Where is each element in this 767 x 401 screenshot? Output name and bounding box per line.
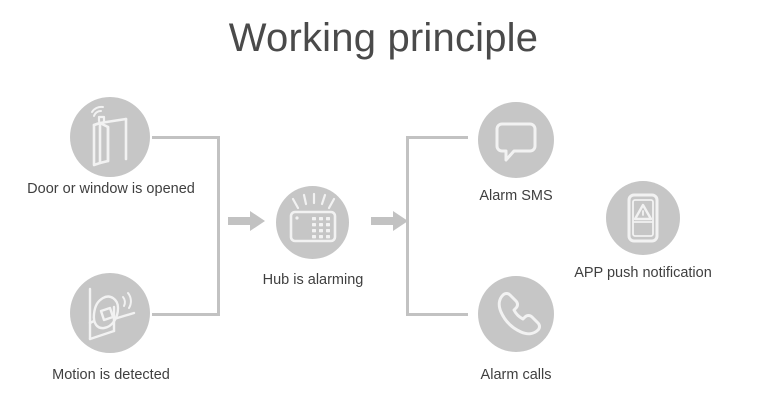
hub-to-outputs-arrow xyxy=(371,211,409,231)
hub-label: Hub is alarming xyxy=(262,272,364,288)
app-push-label: APP push notification xyxy=(574,265,712,281)
door-sensor-label: Door or window is opened xyxy=(27,181,195,197)
connector-inputs-vertical xyxy=(217,136,220,316)
alarm-calls-label: Alarm calls xyxy=(480,367,552,383)
smartphone-alert-icon xyxy=(627,193,659,243)
connector-motion-horizontal xyxy=(152,313,220,316)
motion-sensor-circle xyxy=(70,273,150,353)
alarm-sms-label: Alarm SMS xyxy=(479,188,553,204)
motion-sensor-label: Motion is detected xyxy=(52,367,170,383)
alarm-calls-circle xyxy=(478,276,554,352)
connector-door-horizontal xyxy=(152,136,220,139)
door-window-sensor-icon xyxy=(91,105,128,167)
message-bubble-icon xyxy=(495,122,537,162)
motion-sensor-icon xyxy=(88,287,136,341)
hub-circle xyxy=(276,186,349,259)
connector-calls-horizontal xyxy=(406,313,468,316)
connector-outputs-vertical xyxy=(406,136,409,316)
door-sensor-circle xyxy=(70,97,150,177)
alarm-sms-circle xyxy=(478,102,554,178)
input-to-hub-arrow xyxy=(228,211,266,231)
phone-handset-icon xyxy=(497,292,541,336)
app-push-circle xyxy=(606,181,680,255)
page-title: Working principle xyxy=(228,16,539,60)
connector-sms-horizontal xyxy=(406,136,468,139)
alarm-hub-icon xyxy=(289,192,337,243)
